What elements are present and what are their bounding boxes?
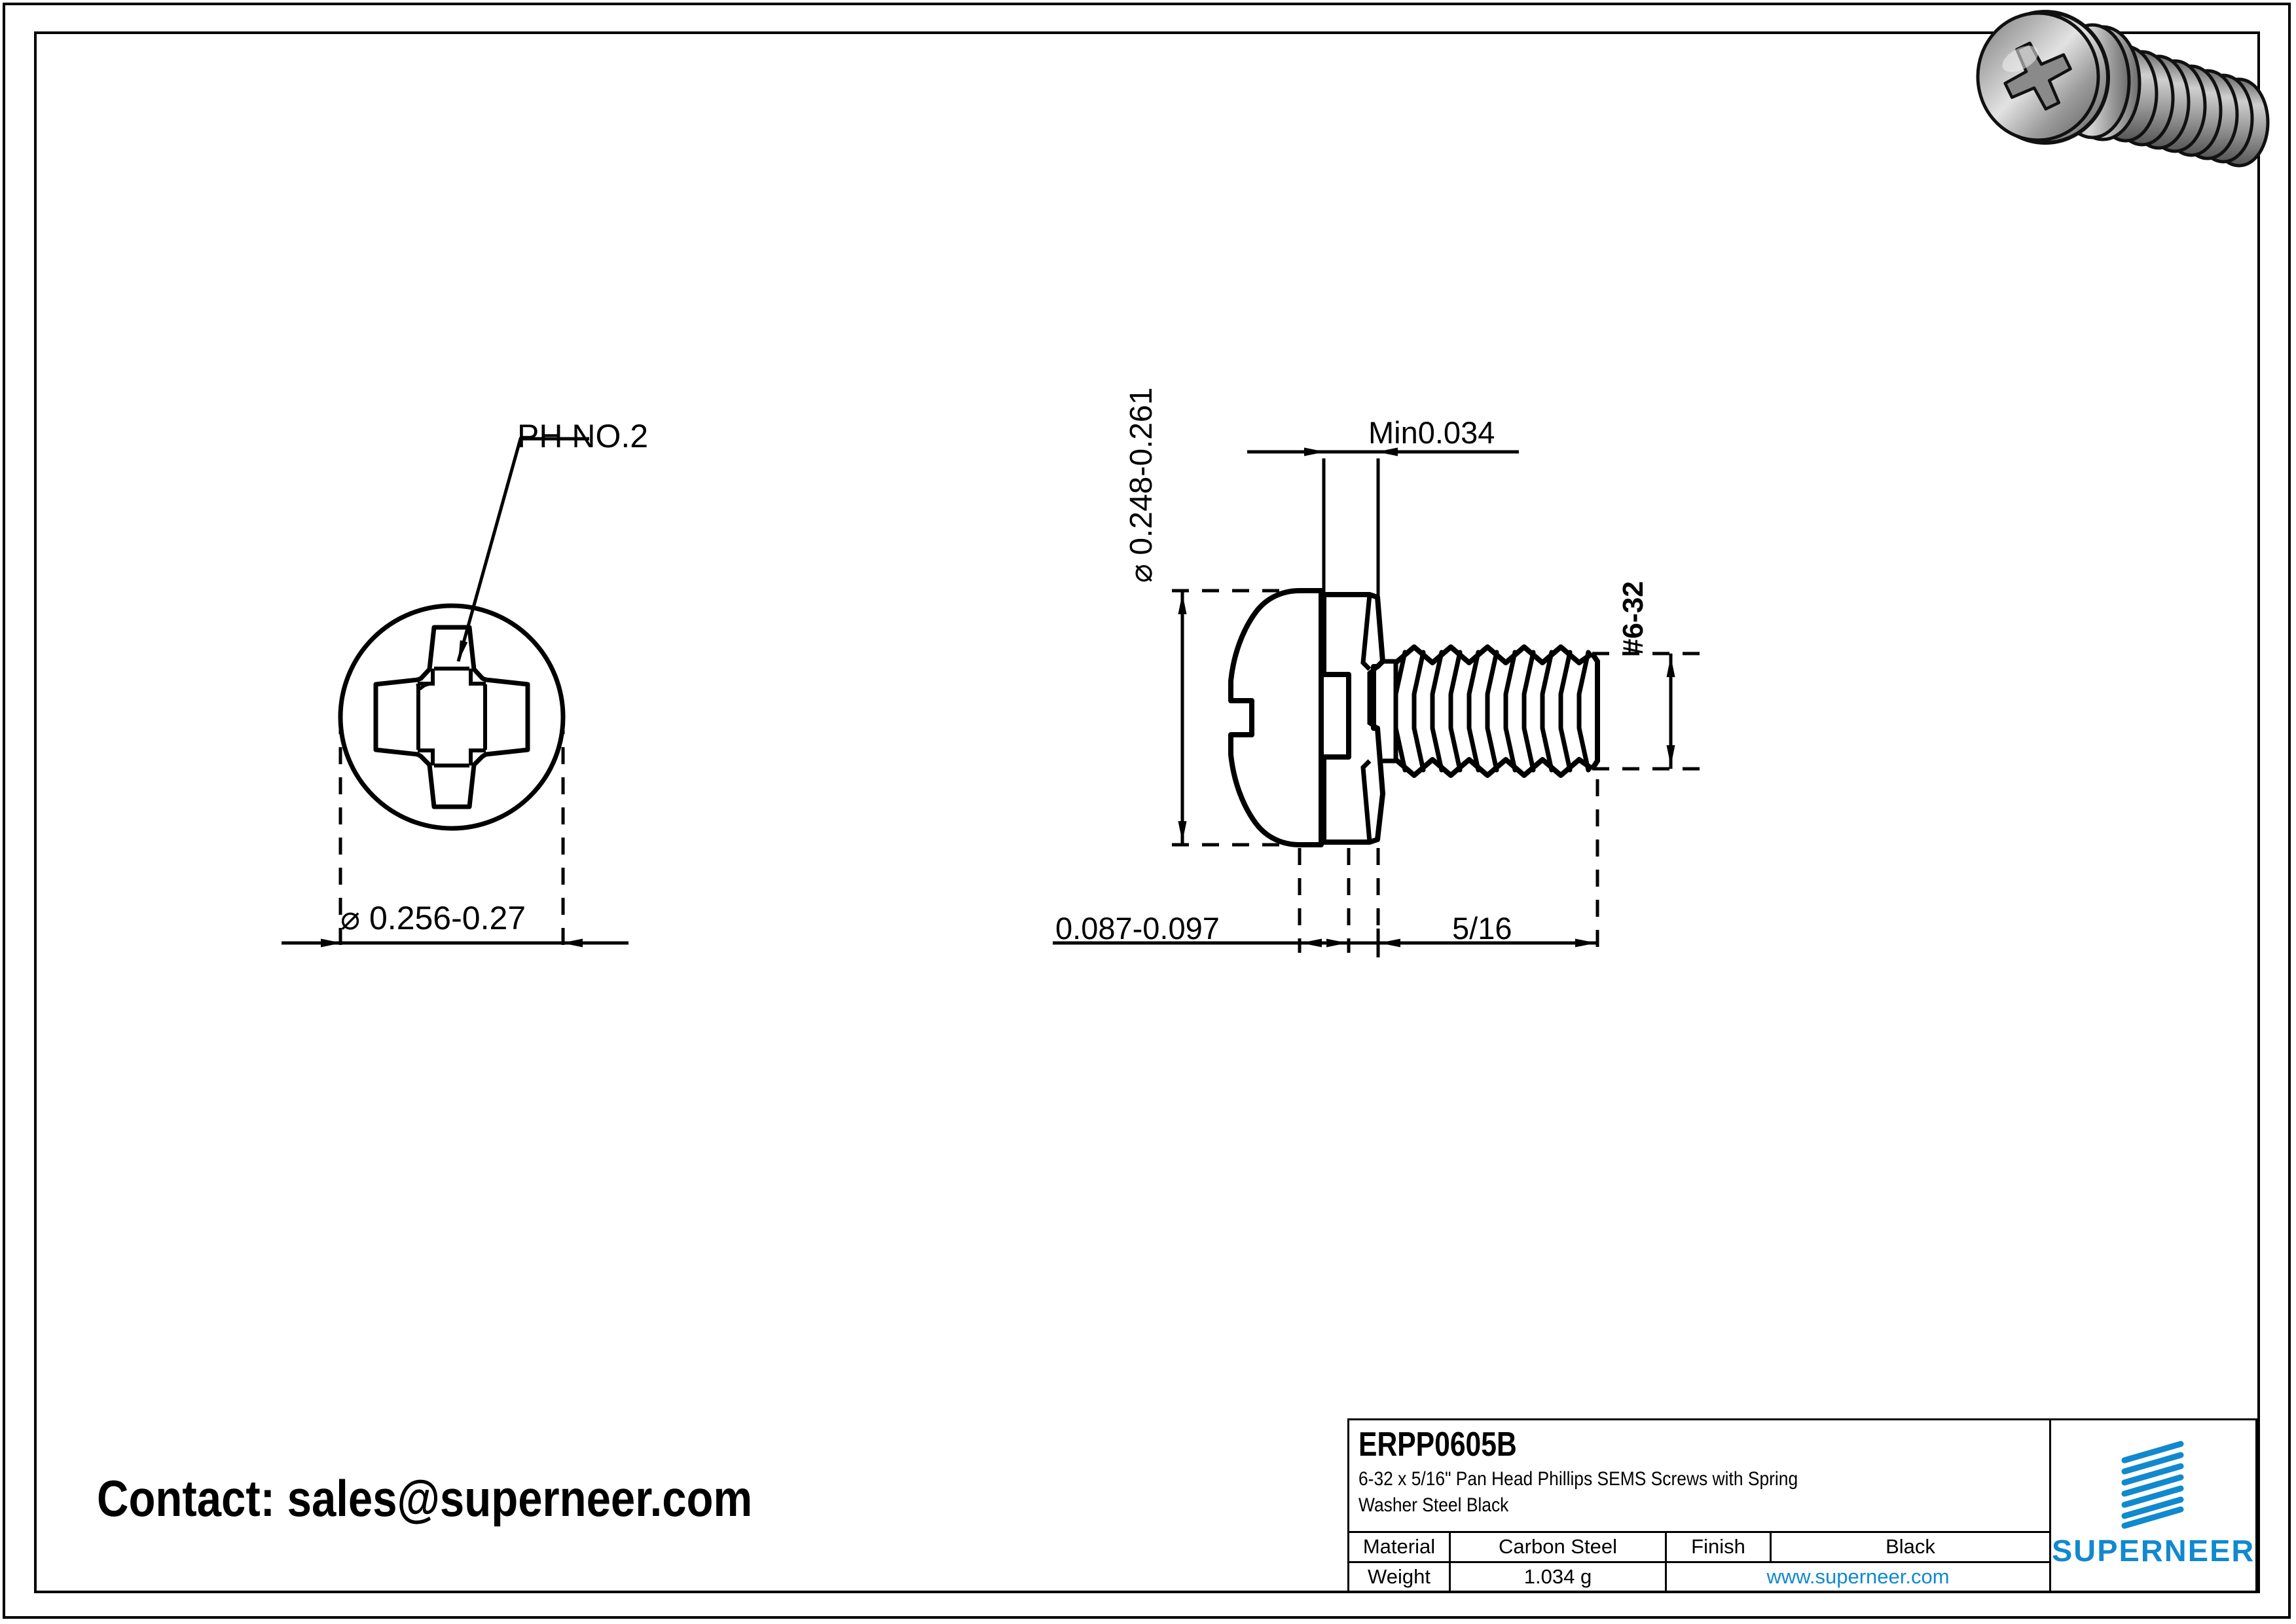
superneer-stripes-icon — [2121, 1441, 2184, 1529]
weight-website-row: Weight 1.034 g www.superneer.com — [1349, 1562, 2049, 1591]
recess-callout-label: PH NO.2 — [517, 418, 649, 454]
front-head-diameter-label: ⌀ 0.256-0.27 — [340, 900, 526, 936]
title-block-info: ERPP0605B 6-32 x 5/16" Pan Head Phillips… — [1349, 1420, 2051, 1591]
brand-logo: SUPERNEER — [2051, 1420, 2255, 1591]
sheet-outer-border — [3, 3, 2291, 1619]
material-value: Carbon Steel — [1451, 1533, 1667, 1561]
product-description-line1: 6-32 x 5/16" Pan Head Phillips SEMS Scre… — [1358, 1468, 1798, 1490]
weight-value: 1.034 g — [1451, 1562, 1667, 1591]
finish-label: Finish — [1667, 1533, 1772, 1561]
head-height-label: 0.087-0.097 — [1055, 911, 1220, 946]
finish-value: Black — [1886, 1535, 1935, 1559]
title-block-description-cell: ERPP0605B 6-32 x 5/16" Pan Head Phillips… — [1349, 1420, 2049, 1533]
material-finish-row: Material Carbon Steel Finish Black — [1349, 1533, 2049, 1563]
brand-name: SUPERNEER — [2051, 1534, 2255, 1568]
contact-text: Contact: sales@superneer.com — [97, 1469, 753, 1527]
weight-label: Weight — [1349, 1562, 1451, 1591]
sheet-inner-frame — [34, 31, 2260, 1593]
shank-length-label: 5/16 — [1452, 911, 1512, 946]
washer-thickness-label: Min0.034 — [1368, 415, 1495, 450]
thread-size-label: #6-32 — [1617, 581, 1649, 655]
side-head-diameter-label: ⌀ 0.248-0.261 — [1124, 387, 1159, 583]
part-number: ERPP0605B — [1358, 1426, 1517, 1464]
material-label: Material — [1349, 1533, 1451, 1561]
product-description-line2: Washer Steel Black — [1358, 1494, 1509, 1516]
title-block: ERPP0605B 6-32 x 5/16" Pan Head Phillips… — [1347, 1418, 2257, 1593]
website-link[interactable]: www.superneer.com — [1766, 1564, 1950, 1588]
